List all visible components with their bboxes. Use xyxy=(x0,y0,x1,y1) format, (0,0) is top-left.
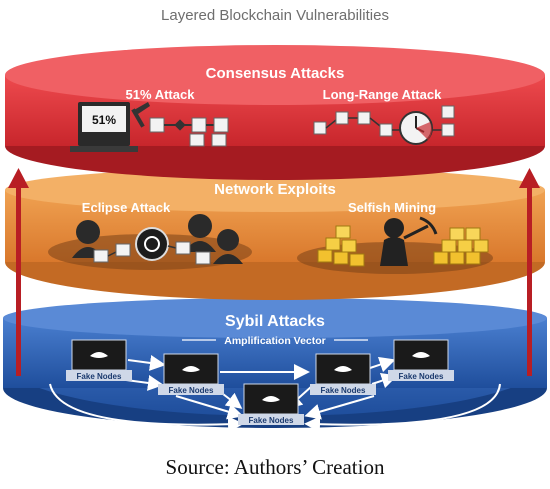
fake-node-4: Fake Nodes xyxy=(388,339,454,381)
fake-node-label: Fake Nodes xyxy=(321,386,366,395)
hacker-icon xyxy=(213,229,243,264)
fake-node-label: Fake Nodes xyxy=(249,416,294,425)
eclipse-label: Eclipse Attack xyxy=(82,200,171,215)
attack-51-label: 51% Attack xyxy=(126,87,196,102)
selfish-label: Selfish Mining xyxy=(348,200,436,215)
long-range-illustration xyxy=(313,105,455,145)
fake-node-label: Fake Nodes xyxy=(77,372,122,381)
mask-icon xyxy=(90,352,108,358)
fake-node-label: Fake Nodes xyxy=(169,386,214,395)
gold-blocks-left xyxy=(317,225,365,267)
hacker-icon xyxy=(184,214,216,252)
attack-51-illustration: 51% xyxy=(70,102,229,152)
page-title: Layered Blockchain Vulnerabilities xyxy=(161,7,389,24)
fake-node-1: Fake Nodes xyxy=(66,339,132,381)
fake-node-label: Fake Nodes xyxy=(399,372,444,381)
attack-51-screen-text: 51% xyxy=(92,113,116,127)
fake-node-3: Fake Nodes xyxy=(310,353,376,395)
fake-node-2: Fake Nodes xyxy=(158,353,224,395)
right-upward-arrow xyxy=(519,168,540,376)
fake-node-5: Fake Nodes xyxy=(238,383,304,425)
mask-icon xyxy=(412,352,430,358)
network-title: Network Exploits xyxy=(214,181,336,198)
mask-icon xyxy=(334,366,352,372)
sybil-title: Sybil Attacks xyxy=(225,313,325,330)
selfish-mining-illustration xyxy=(297,216,493,274)
eclipse-illustration xyxy=(48,214,252,270)
eclipse-target-icon xyxy=(135,227,169,261)
mask-icon xyxy=(182,366,200,372)
consensus-title: Consensus Attacks xyxy=(206,65,345,82)
miner-icon xyxy=(380,216,438,266)
left-upward-arrow xyxy=(8,168,29,376)
gold-blocks-right xyxy=(433,227,489,265)
figure-caption: Source: Authors’ Creation xyxy=(165,455,385,479)
sybil-subtitle: Amplification Vector xyxy=(224,335,326,347)
long-range-label: Long-Range Attack xyxy=(323,87,442,102)
mask-icon xyxy=(262,396,280,402)
